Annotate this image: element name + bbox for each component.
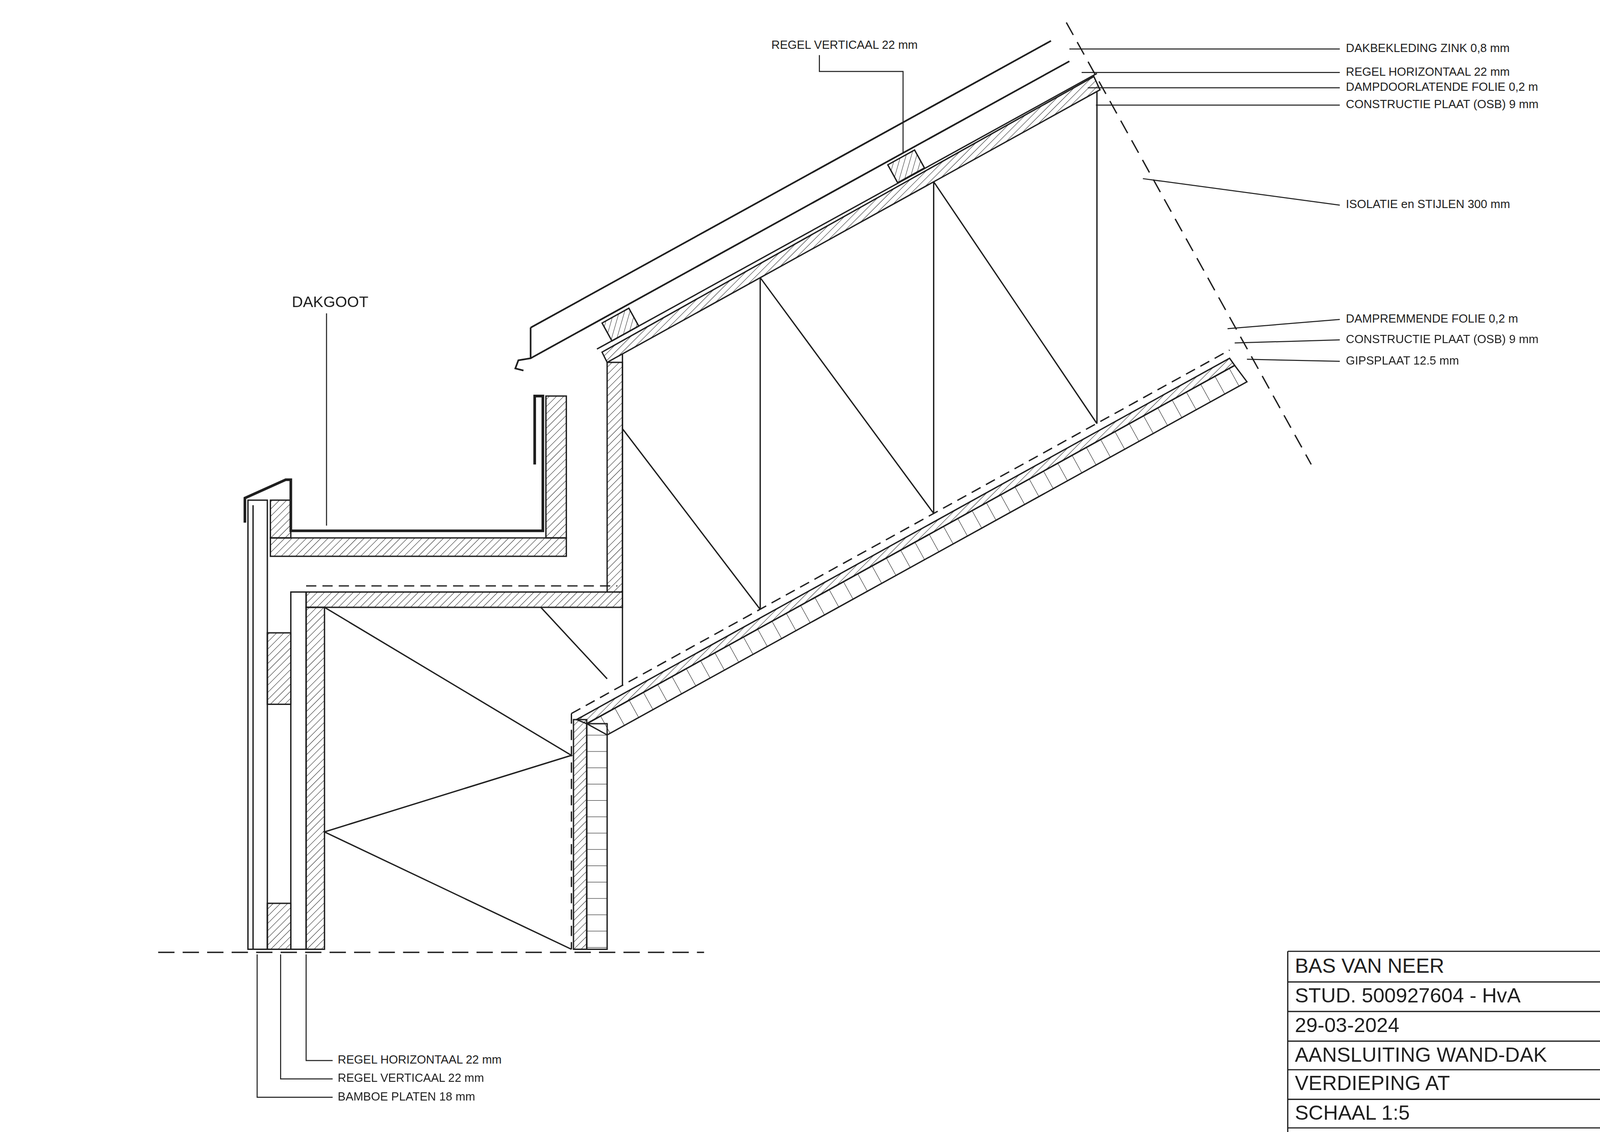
roof-layers-part [1066, 22, 1312, 465]
roof-layers-part [571, 349, 1230, 714]
wall-and-gutter [158, 362, 705, 953]
part-label: CONSTRUCTIE PLAAT (OSB) 9 mm [1344, 332, 1540, 346]
roof-layers-part [576, 358, 1236, 724]
wall-and-gutter-part [290, 592, 307, 950]
part-label: REGEL VERTICAAL 22 mm [770, 38, 919, 52]
wall-and-gutter-part [570, 713, 573, 950]
leader-lines-part [1227, 319, 1340, 329]
roof-layers-part [596, 73, 1097, 350]
wall-and-gutter-part [586, 723, 608, 949]
wall-and-gutter-part [306, 607, 325, 949]
part-label: DAKGOOT [290, 293, 370, 311]
title-cell: 29-03-2024 [1293, 1013, 1401, 1036]
part-label: DAMPREMMENDE FOLIE 0,2 m [1344, 312, 1520, 326]
leader-lines-part [326, 313, 328, 526]
wall-and-gutter-part [270, 537, 567, 557]
title-block-part [1287, 951, 1600, 1132]
roof-layers-part [602, 76, 1100, 363]
wall-and-gutter-part [247, 500, 267, 949]
title-cell: VERDIEPING AT [1293, 1071, 1451, 1095]
wall-and-gutter-part [270, 500, 292, 538]
part-label: REGEL HORIZONTAAL 22 mm [1344, 65, 1512, 79]
part-label: BAMBOE PLATEN 18 mm [336, 1089, 477, 1103]
leader-lines-part [1095, 104, 1340, 106]
title-cell: AANSLUITING WAND-DAK [1293, 1042, 1548, 1066]
wall-and-gutter-part [306, 592, 623, 608]
part-label: ISOLATIE en STIJLEN 300 mm [1344, 198, 1512, 211]
wall-and-gutter-part [267, 632, 291, 705]
wall-and-gutter-part [306, 585, 618, 587]
leader-lines-part [1234, 339, 1340, 344]
leader-lines-part [1142, 178, 1340, 205]
leader-lines-part [1069, 48, 1340, 50]
leader-lines-part [819, 55, 903, 154]
wall-and-gutter-part [607, 362, 623, 592]
part-label: REGEL VERTICAAL 22 mm [336, 1071, 485, 1085]
roof-layers [515, 22, 1312, 735]
part-label: REGEL HORIZONTAAL 22 mm [336, 1053, 503, 1067]
leader-lines-part [1081, 72, 1340, 73]
wall-and-gutter-part [267, 903, 291, 950]
title-block [1287, 951, 1600, 1132]
wall-and-gutter-part [573, 719, 587, 949]
part-label: DAKBEKLEDING ZINK 0,8 mm [1344, 41, 1511, 55]
part-label: CONSTRUCTIE PLAAT (OSB) 9 mm [1344, 98, 1540, 111]
leader-lines-part [257, 954, 334, 1098]
wall-and-gutter-part [158, 951, 705, 954]
leader-lines-part [306, 954, 333, 1061]
part-label: GIPSPLAAT 12.5 mm [1344, 354, 1460, 367]
leader-lines-part [1246, 359, 1340, 361]
wall-and-gutter-part [244, 396, 543, 531]
wall-and-gutter-part [546, 396, 567, 538]
roof-layers-part [586, 365, 1247, 735]
leader-lines-part [280, 954, 333, 1079]
leader-lines-part [1087, 87, 1340, 89]
wall-and-gutter-part [324, 607, 572, 949]
part-label: DAMPDOORLATENDE FOLIE 0,2 m [1344, 80, 1540, 94]
leader-lines [257, 48, 1340, 1098]
title-cell: BAS VAN NEER [1293, 954, 1446, 977]
title-cell: SCHAAL 1:5 [1293, 1101, 1411, 1124]
wall-and-gutter-part [252, 505, 254, 949]
roof-layers-part [622, 91, 1097, 686]
title-cell: STUD. 500927604 - HvA [1293, 984, 1522, 1007]
